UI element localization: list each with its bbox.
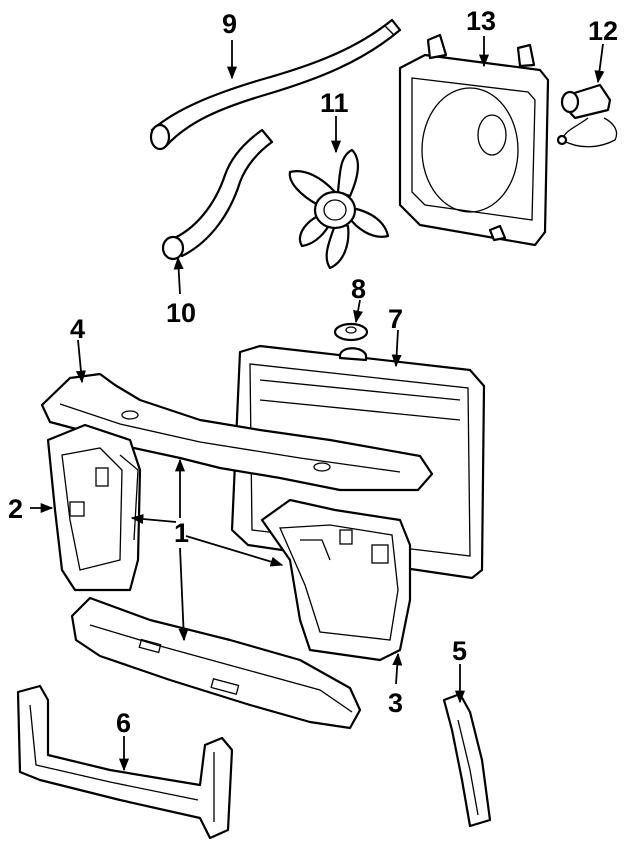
fan-shroud: [398, 33, 550, 247]
side-bracket: [442, 692, 492, 828]
callout-5: 5: [452, 636, 467, 666]
lower-radiator-hose: [161, 128, 274, 261]
leader-8: [353, 299, 363, 324]
callout-7: 7: [388, 304, 403, 334]
callout-12: 12: [588, 16, 618, 46]
leader-1a: [130, 514, 177, 525]
leader-7: [391, 329, 402, 368]
leader-10: [173, 256, 184, 295]
leader-4: [75, 339, 86, 384]
leader-12: [594, 43, 605, 84]
radiator-cap: [333, 322, 369, 342]
fan-motor: [556, 83, 618, 148]
callout-11: 11: [320, 88, 349, 118]
upper-radiator-hose: [149, 18, 402, 151]
callout-labels: 9 13 12 11 10 8 7 4 2 1 5 3 6: [8, 6, 618, 738]
cooling-fan: [288, 148, 390, 270]
callout-10: 10: [166, 298, 196, 328]
callout-8: 8: [351, 274, 366, 304]
leader-1d: [178, 547, 189, 642]
callout-13: 13: [466, 6, 496, 36]
leader-lines: [30, 36, 605, 772]
callout-3: 3: [388, 688, 403, 718]
leader-1b: [185, 535, 284, 567]
leader-3: [392, 652, 403, 685]
left-side-panel: [46, 423, 142, 592]
lower-support: [70, 596, 362, 730]
callout-4: 4: [70, 314, 85, 344]
callout-6: 6: [116, 708, 131, 738]
callout-2: 2: [8, 494, 23, 524]
lower-bracket-frame: [16, 684, 234, 840]
callout-1: 1: [174, 518, 189, 548]
right-side-panel: [260, 498, 412, 662]
callout-9: 9: [222, 9, 237, 39]
